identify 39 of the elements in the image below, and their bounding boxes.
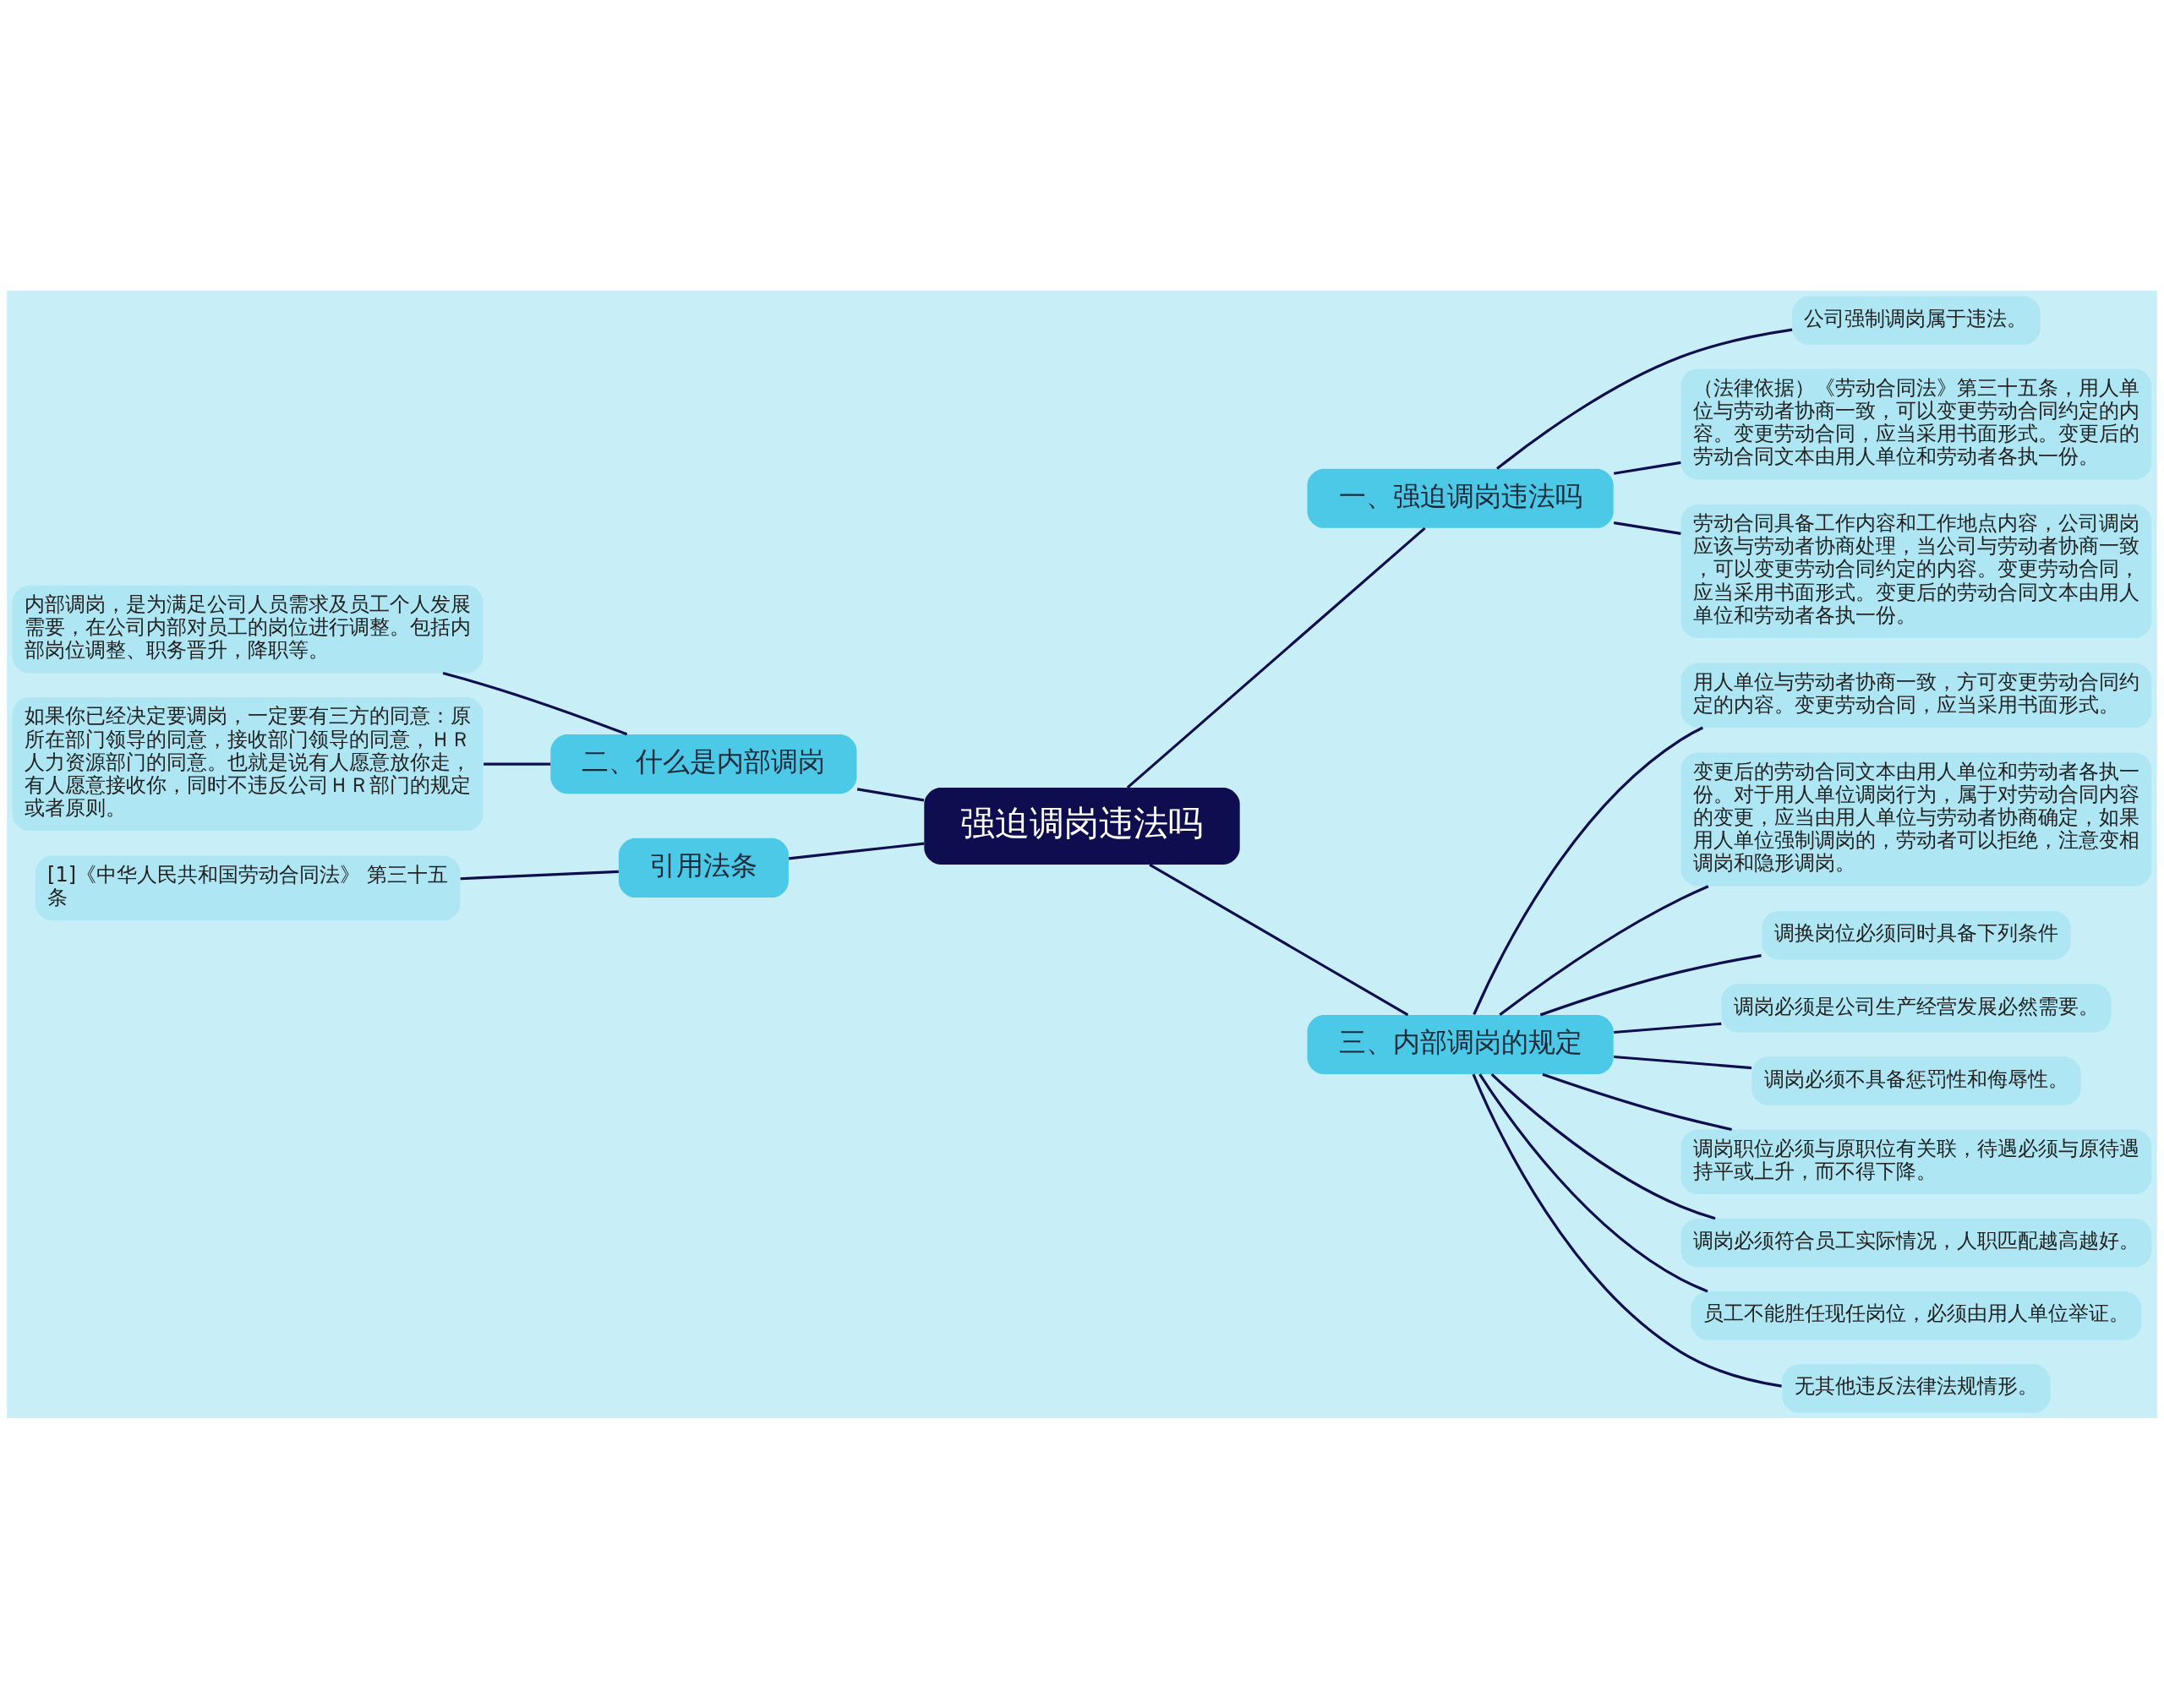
node-box: 用人单位与劳动者协商一致，方可变更劳动合同约定的内容。变更劳动合同，应当采用书面形式。 bbox=[1680, 662, 2152, 728]
connector bbox=[460, 870, 619, 880]
node-box: 引用法条 bbox=[618, 838, 789, 898]
connector bbox=[1614, 1022, 1722, 1034]
connector bbox=[1613, 521, 1681, 535]
node-box: 调岗必须是公司生产经营发展必然需要。 bbox=[1721, 983, 2112, 1033]
node-box: 内部调岗，是为满足公司人员需求及员工个人发展需要，在公司内部对员工的岗位进行调整。包括内部岗位调整、职务晋升，降职等。 bbox=[12, 585, 484, 673]
connector bbox=[1539, 953, 1762, 1016]
connector bbox=[856, 787, 925, 801]
node-box: 如果你已经决定要调岗，一定要有三方的同意：原所在部门领导的同意，接收部门领导的同意，ＨＲ人力资源部门的同意。也就是说有人愿意放你走，有人愿意接收你，同时不违反公司ＨＲ部门的规定或者原则。 bbox=[12, 696, 484, 831]
node-box: 三、内部调岗的规定 bbox=[1307, 1014, 1614, 1074]
node-box: 劳动合同具备工作内容和工作地点内容，公司调岗应该与劳动者协商处理，当公司与劳动者协商一致，可以变更劳动合同约定的内容。变更劳动合同，应当采用书面形式。变更后的劳动合同文本由用人单位和劳动者各执一份。 bbox=[1680, 504, 2152, 638]
node-box: 无其他违反法律法规情形。 bbox=[1782, 1363, 2051, 1413]
connector bbox=[1613, 461, 1681, 475]
connector bbox=[1542, 1072, 1732, 1131]
connector bbox=[1472, 1073, 1782, 1388]
connector bbox=[1478, 1072, 1708, 1292]
node-box: （法律依据）《劳动合同法》第三十五条，用人单位与劳动者协商一致，可以变更劳动合同约定的内容。变更劳动合同，应当采用书面形式。变更后的劳动合同文本由用人单位和劳动者各执一份。 bbox=[1680, 368, 2152, 479]
node-box: 调岗必须不具备惩罚性和侮辱性。 bbox=[1751, 1056, 2081, 1105]
node-box: 二、什么是内部调岗 bbox=[550, 734, 857, 794]
connector bbox=[789, 842, 925, 859]
node-box: [1]《中华人民共和国劳动合同法》 第三十五条 bbox=[35, 855, 461, 920]
connector bbox=[1473, 726, 1704, 1015]
node-box: 强迫调岗违法吗 bbox=[924, 787, 1240, 865]
node-box: 一、强迫调岗违法吗 bbox=[1307, 468, 1614, 528]
node-box: 调岗必须符合员工实际情况，人职匹配越高越好。 bbox=[1680, 1218, 2152, 1267]
connector bbox=[484, 762, 551, 766]
node-box: 员工不能胜任现任岗位，必须由用人单位举证。 bbox=[1691, 1291, 2142, 1340]
node-box: 调岗职位必须与原职位有关联，待遇必须与原待遇持平或上升，而不得下降。 bbox=[1680, 1129, 2152, 1194]
connector bbox=[1496, 328, 1793, 470]
connector bbox=[442, 671, 628, 735]
connector bbox=[1614, 1055, 1752, 1069]
connector bbox=[1149, 863, 1409, 1016]
connector bbox=[1490, 1072, 1716, 1220]
node-box: 公司强制调岗属于违法。 bbox=[1792, 295, 2041, 345]
node-box: 变更后的劳动合同文本由用人单位和劳动者各执一份。对于用人单位调岗行为，属于对劳动合同内容的变更，应当由用人单位与劳动者协商确定，如果用人单位强制调岗的，劳动者可以拒绝，注意变相调岗和隐形调岗。 bbox=[1680, 752, 2152, 886]
node-box: 调换岗位必须同时具备下列条件 bbox=[1762, 910, 2071, 959]
connector bbox=[1126, 527, 1426, 789]
connector bbox=[1499, 884, 1709, 1016]
